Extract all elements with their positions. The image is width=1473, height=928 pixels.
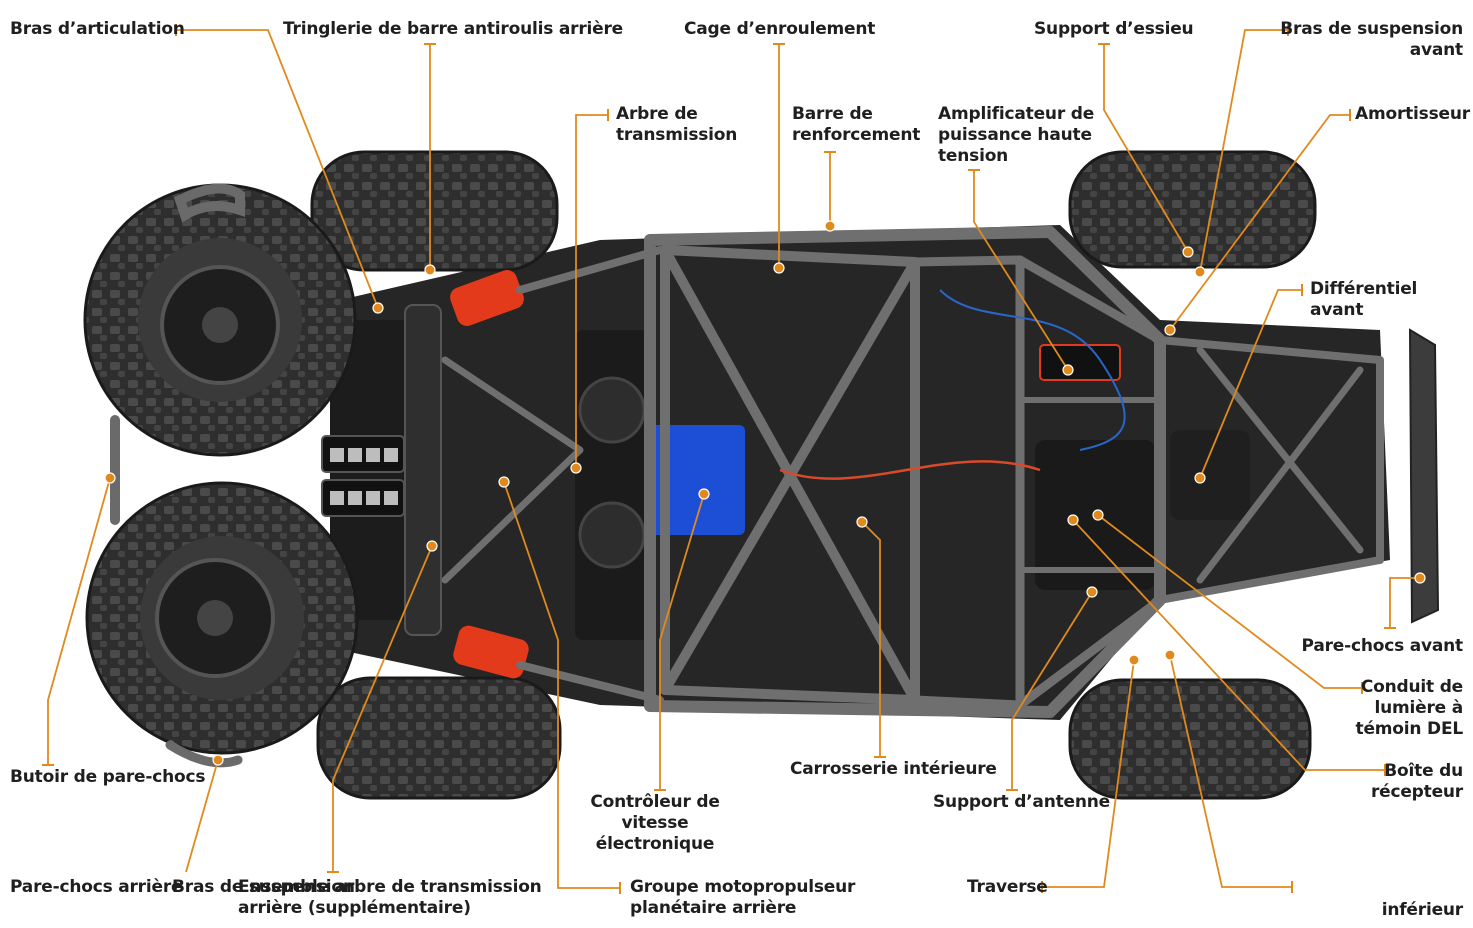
label-support-essieu: Support d’essieu — [1034, 19, 1194, 39]
tire-front-top — [1068, 150, 1317, 269]
label-controleur-vitesse: Contrôleur de vitesse électronique — [590, 792, 720, 854]
tire-front-bottom — [1068, 678, 1312, 800]
label-pare-chocs-avant: Pare-chocs avant — [1301, 636, 1464, 656]
label-bras-articulation: Bras d’articulation — [10, 19, 185, 39]
radiator-fans — [575, 330, 650, 640]
label-amortisseur: Amortisseur — [1355, 104, 1470, 124]
label-tringlerie-barre-antiroulis: Tringlerie de barre antiroulis arrière — [283, 19, 623, 39]
label-barre-renforcement: Barre de renforcement — [792, 104, 921, 145]
rear-shock-bottom — [453, 625, 529, 679]
truck-illustration — [83, 150, 1440, 800]
label-carrosserie-interieure: Carrosserie intérieure — [790, 759, 997, 779]
label-inferieur: inférieur — [1381, 900, 1463, 920]
front-bumper — [1408, 328, 1440, 624]
tire-rear-top-inner — [310, 150, 559, 272]
label-boite-recepteur: Boîte du récepteur — [1370, 761, 1463, 802]
rear-shock-top — [450, 270, 524, 326]
label-pare-chocs-arriere: Pare-chocs arrière — [10, 877, 183, 897]
tire-rear-bottom-inner — [316, 676, 562, 800]
label-amplificateur: Amplificateur de puissance haute tension — [938, 104, 1095, 166]
label-butoir-pare-chocs: Butoir de pare-chocs — [10, 767, 206, 787]
label-arbre-transmission: Arbre de transmission — [616, 104, 738, 145]
rear-bumper — [110, 183, 245, 525]
front-diff-housing — [1170, 430, 1250, 520]
label-cage-enroulement: Cage d’enroulement — [684, 19, 876, 39]
label-traverse: Traverse — [967, 877, 1048, 897]
label-conduit-lumiere: Conduit de lumière à témoin DEL — [1355, 677, 1464, 739]
label-bras-suspension-arriere: Bras de suspension — [172, 877, 355, 897]
wheel-rear-bottom — [85, 481, 359, 755]
rear-axle — [404, 304, 442, 636]
roll-cage — [441, 226, 1384, 718]
label-bras-suspension-avant: Bras de suspension avant — [1280, 19, 1463, 60]
label-ensemble-arbre: Ensemble arbre de transmission arrière (… — [238, 877, 542, 918]
label-groupe-motopropulseur: Groupe motopropulseur planétaire arrière — [630, 877, 856, 918]
leader-lines — [42, 24, 1426, 894]
label-differentiel-avant: Différentiel avant — [1310, 279, 1418, 320]
wheel-rear-top — [83, 183, 357, 457]
label-support-antenne: Support d’antenne — [933, 792, 1110, 812]
amplifier-module — [1039, 344, 1121, 381]
